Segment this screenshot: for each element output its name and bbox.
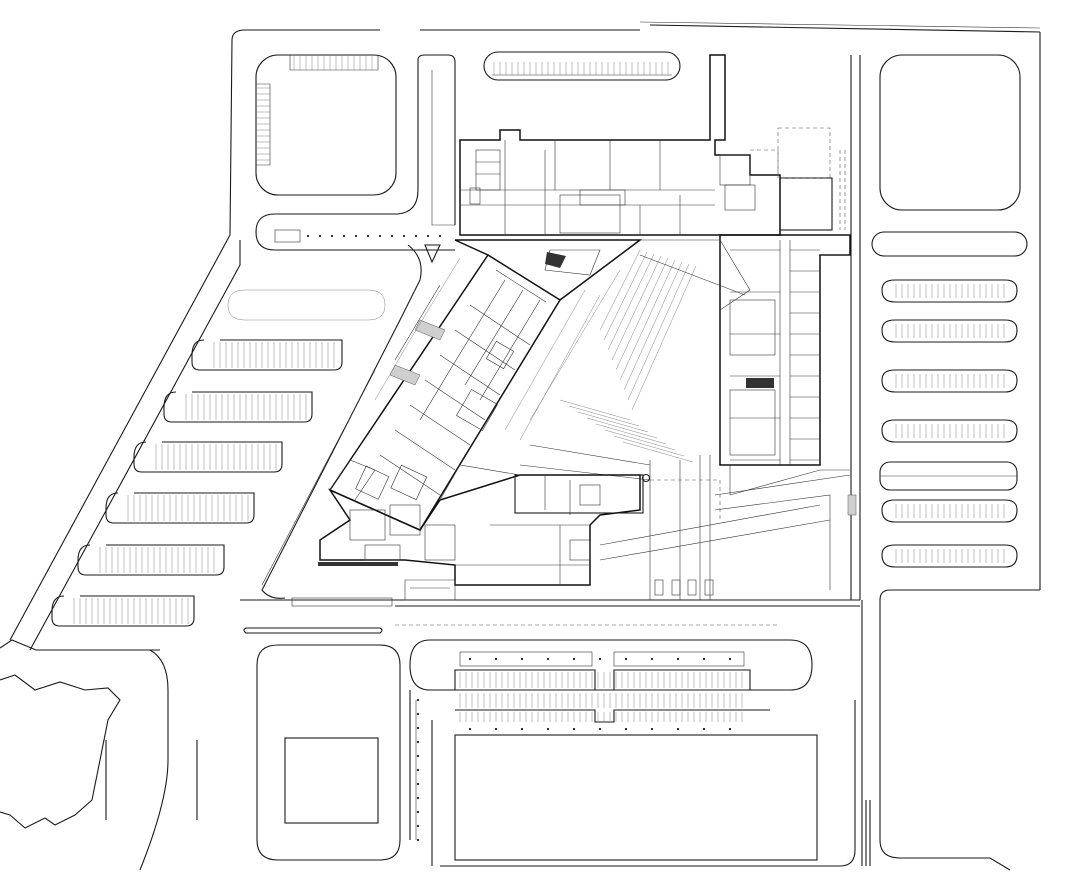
bollard-mark	[417, 797, 419, 799]
parking-row-outline	[881, 279, 1018, 303]
parking-stall-line	[607, 253, 655, 351]
parking-row-outline	[881, 419, 1018, 443]
building-east-lower	[599, 455, 857, 600]
building-south-blocks	[291, 459, 644, 607]
parking-stall-line	[623, 261, 683, 391]
central-atrium	[519, 239, 751, 481]
bollard-mark	[379, 235, 381, 237]
parking-row-outline	[51, 595, 195, 627]
parking-row-outline	[881, 499, 1018, 523]
wooded-area-southwest	[0, 674, 121, 829]
bollard-mark	[651, 728, 653, 730]
bollard-mark	[495, 658, 497, 660]
bollard-mark	[417, 783, 419, 785]
bollard-mark	[403, 235, 405, 237]
bollard-mark	[573, 728, 575, 730]
parking-lot-south	[256, 624, 818, 861]
bollard-mark	[331, 235, 333, 237]
building-east-wing	[719, 234, 851, 496]
parking-stall-line	[619, 259, 676, 381]
bollard-mark	[729, 728, 731, 730]
parking-stall-line	[613, 435, 685, 457]
parking-stall-line	[615, 257, 669, 371]
parking-stall-line	[559, 399, 631, 421]
bollard-mark	[573, 658, 575, 660]
parking-stall-line	[577, 411, 649, 433]
parking-row-outline	[77, 544, 225, 576]
bollard-mark	[703, 658, 705, 660]
parking-lot-west	[51, 244, 422, 627]
bollard-mark	[599, 658, 601, 660]
site-roads	[0, 21, 1041, 871]
bollard-mark	[417, 741, 419, 743]
parking-stall-line	[627, 263, 690, 401]
parking-stall-line	[622, 441, 694, 463]
parking-stall-line	[603, 251, 648, 341]
bollard-mark	[417, 699, 419, 701]
parking-stall-line	[611, 255, 662, 361]
parking-row-outline	[881, 319, 1018, 343]
bollard-mark	[547, 658, 549, 660]
parking-lot-east	[871, 54, 1028, 568]
parking-row-outline	[881, 544, 1018, 568]
building-north-wing	[459, 54, 846, 236]
bollard-mark	[417, 713, 419, 715]
parking-row-outline	[133, 441, 283, 473]
bollard-mark	[703, 728, 705, 730]
parking-row-outline	[163, 391, 313, 423]
bollard-mark	[599, 728, 601, 730]
parking-row-outline	[881, 369, 1018, 393]
parking-stall-line	[599, 249, 641, 331]
bollard-mark	[319, 235, 321, 237]
parking-stall-line	[631, 265, 697, 411]
bollard-mark	[651, 658, 653, 660]
bollard-mark	[625, 658, 627, 660]
parking-stall-line	[568, 405, 640, 427]
bollard-mark	[495, 728, 497, 730]
bollard-mark	[417, 811, 419, 813]
bollard-mark	[367, 235, 369, 237]
bollard-mark	[469, 658, 471, 660]
parking-lot-northwest	[255, 54, 456, 264]
bollard-mark	[677, 728, 679, 730]
bollard-mark	[307, 235, 309, 237]
parking-stall-line	[595, 423, 667, 445]
bollard-mark	[417, 769, 419, 771]
bollard-mark	[417, 839, 419, 841]
bollard-mark	[417, 825, 419, 827]
bollard-mark	[547, 728, 549, 730]
bollard-mark	[521, 728, 523, 730]
bollard-mark	[415, 235, 417, 237]
parking-row-outline	[105, 492, 255, 524]
parking-stall-line	[604, 429, 676, 451]
bollard-mark	[729, 658, 731, 660]
bollard-mark	[469, 728, 471, 730]
bollard-mark	[417, 727, 419, 729]
parking-row-outline	[191, 339, 343, 371]
bollard-mark	[417, 755, 419, 757]
bollard-mark	[343, 235, 345, 237]
bollard-mark	[439, 235, 441, 237]
bollard-mark	[521, 658, 523, 660]
bollard-mark	[677, 658, 679, 660]
bollard-mark	[355, 235, 357, 237]
bollard-mark	[625, 728, 627, 730]
parking-stall-line	[586, 417, 658, 439]
bollard-mark	[427, 235, 429, 237]
bollard-mark	[391, 235, 393, 237]
parking-strip-north	[483, 51, 681, 81]
